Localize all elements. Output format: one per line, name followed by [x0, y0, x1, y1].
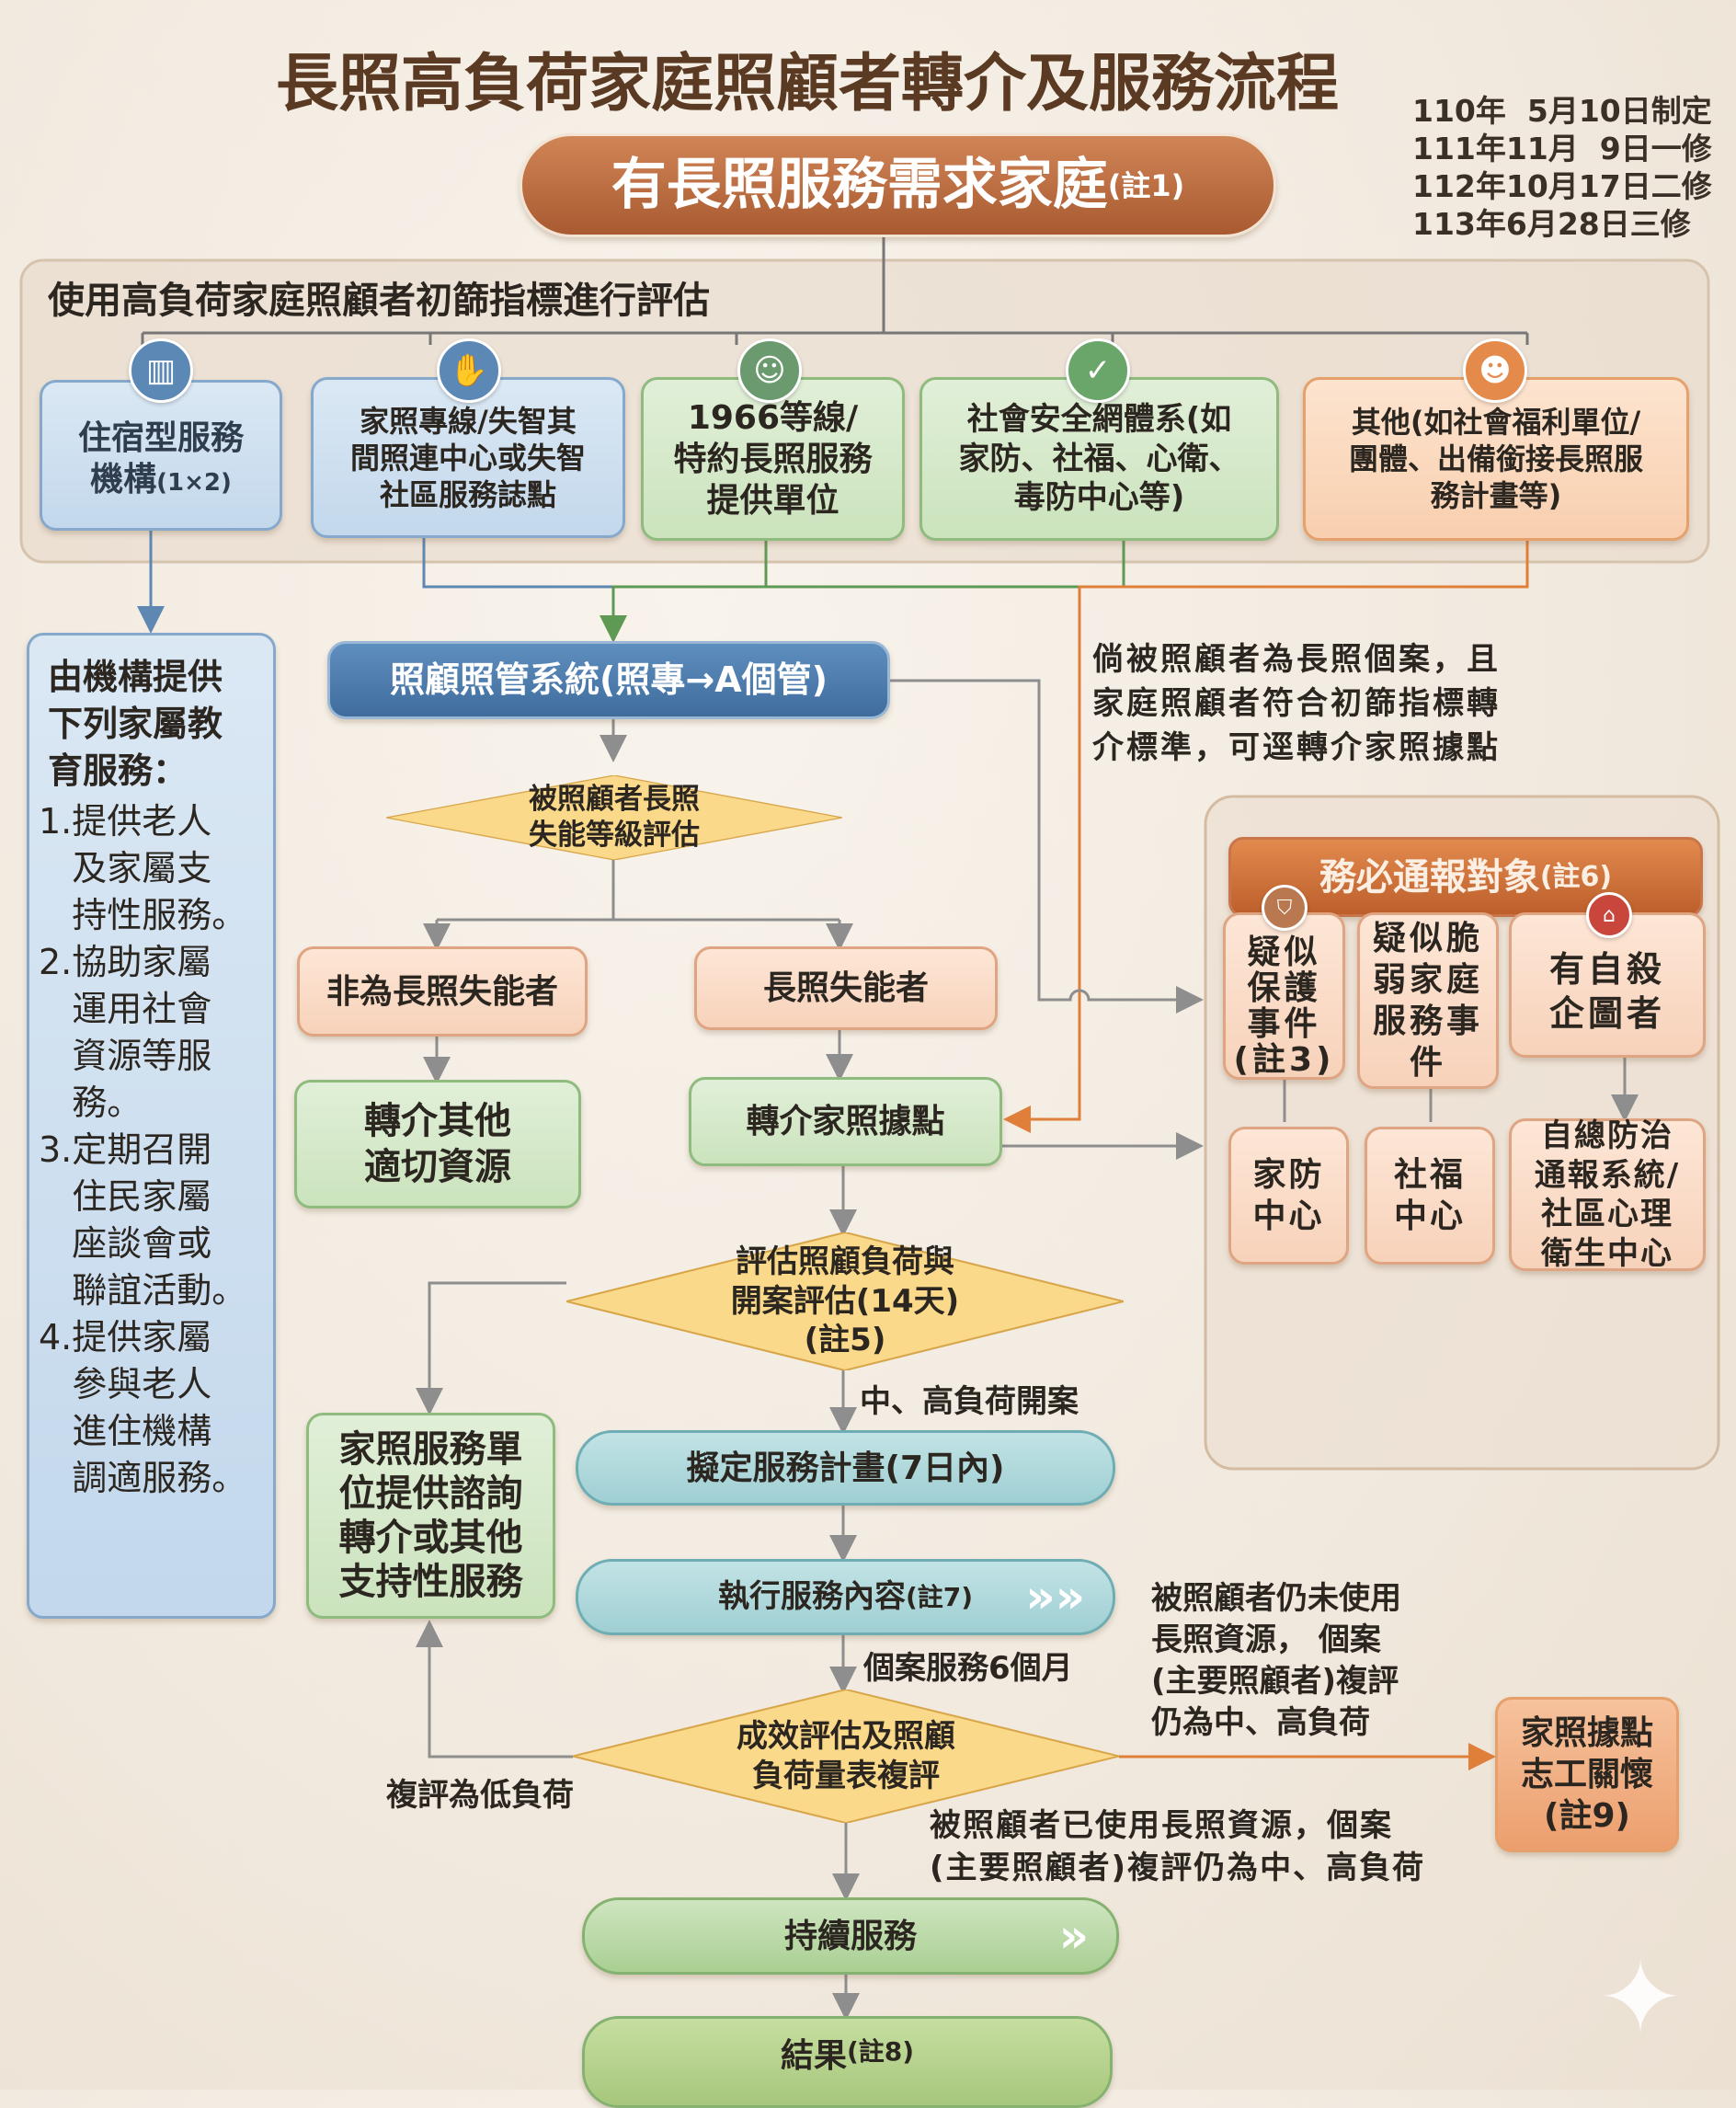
- revision-date: 112年10月17日二修: [1412, 168, 1712, 204]
- family-education-title: 由機構提供 下列家屬教 育服務：: [48, 657, 223, 791]
- family-education-panel: 由機構提供 下列家屬教 育服務：1.提供老人 及家屬支 持性服務。2.協助家屬 …: [27, 633, 276, 1619]
- gray-to-report: [890, 679, 1204, 1014]
- care-management-system: 照顧照管系統(照專→A個管): [327, 641, 890, 719]
- education-item: 4.提供家屬 參與老人 進住機構 調適服務。: [39, 1317, 247, 1498]
- education-item: 2.協助家屬 運用社會 資源等服 務。: [39, 942, 212, 1123]
- caring-hands-icon: ✋: [437, 338, 501, 403]
- education-item: 1.提供老人 及家屬支 持性服務。: [39, 801, 247, 935]
- unused-resources-note: 被照顧者仍未使用 長照資源， 個案 (主要照顧者)複評 仍為中、高負荷: [1151, 1580, 1401, 1741]
- education-item: 3.定期召開 住民家屬 座談會或 聯誼活動。: [39, 1129, 247, 1311]
- refer-other-resources: 轉介其他 適切資源: [294, 1080, 581, 1209]
- green-line: [613, 541, 1125, 635]
- direct-referral-note: 倘被照顧者為長照個案，且 家庭照顧者符合初篩指標轉 介標準，可逕轉介家照據點: [1092, 641, 1501, 766]
- shield-badge-icon: ⛉: [1262, 885, 1308, 931]
- report-case-vulnerable-family: 疑似脆 弱家庭 服務事 件: [1357, 912, 1499, 1089]
- report-target-suicide-prevention: 自總防治 通報系統/ 社區心理 衛生中心: [1509, 1117, 1706, 1272]
- people-icon: ☻: [1463, 338, 1527, 403]
- building-icon: ▥: [129, 338, 193, 403]
- revision-date: 113年6月28日三修: [1412, 206, 1691, 242]
- blue-line: [422, 538, 613, 589]
- start-to-sources: [141, 237, 1529, 348]
- orange-direct-referral: [1003, 541, 1529, 1133]
- open-case-label: 中、高負荷開案: [860, 1383, 1079, 1420]
- revision-date: 111年11月 9日一修: [1412, 131, 1712, 166]
- volunteer-care-node: 家照據點 志工關懷 (註9): [1495, 1697, 1679, 1852]
- report-target-family-violence-center: 家防 中心: [1228, 1127, 1349, 1265]
- sparkle-icon: ✦: [1598, 1939, 1684, 2056]
- outcome-review-diamond: 成效評估及照顧 負荷量表複評: [573, 1690, 1119, 1823]
- chevrons-icon: »»: [1025, 1570, 1085, 1624]
- start-node: 有長照服務需求家庭(註1): [520, 133, 1276, 237]
- report-target-social-welfare-center: 社福 中心: [1365, 1127, 1495, 1265]
- revision-date: 110年 5月10日制定: [1412, 93, 1712, 129]
- disability-assessment-diamond: 被照顧者長照 失能等級評估: [386, 775, 842, 860]
- group-icon: ☺: [737, 338, 802, 403]
- page-title: 長照高負荷家庭照顧者轉介及服務流程: [276, 48, 1340, 120]
- used-resources-note: 被照顧者已使用長照資源，個案 (主要照顧者)複評仍為中、高負荷: [930, 1807, 1426, 1886]
- source-social-safety-net: 社會安全網體系(如 家防、社福、心衛、 毒防中心等): [919, 377, 1279, 541]
- report-case-protection: 疑似 保護 事件 (註3): [1223, 912, 1345, 1080]
- low-load-label: 複評為低負荷: [386, 1777, 574, 1814]
- shield-check-icon: ✓: [1066, 338, 1130, 403]
- chevrons-icon: »: [1058, 1908, 1089, 1963]
- screening-title: 使用高負荷家庭照顧者初篩指標進行評估: [48, 280, 710, 322]
- support-services-node: 家照服務單 位提供諮詢 轉介或其他 支持性服務: [306, 1413, 555, 1619]
- source-family-hotline: 家照專線/失智其 間照連中心或失智 社區服務誌點: [311, 377, 625, 538]
- six-months-label: 個案服務6個月: [863, 1650, 1073, 1687]
- load-assessment-diamond: 評估照顧負荷與 開案評估(14天) (註5): [566, 1232, 1124, 1370]
- service-plan-node: 擬定服務計畫(7日內): [576, 1430, 1115, 1506]
- source-residential-institution: 住宿型服務 機構(1×2): [40, 380, 282, 531]
- execute-services-node: 執行服務內容(註7)»»: [576, 1559, 1115, 1635]
- disabled-node: 長照失能者: [694, 946, 998, 1030]
- result-node: 結果(註8): [582, 2016, 1113, 2108]
- not-disabled-node: 非為長照失能者: [297, 946, 588, 1037]
- refer-family-care-center: 轉介家照據點: [689, 1077, 1002, 1166]
- alert-icon: ⌂: [1586, 892, 1632, 938]
- source-other: 其他(如社會福利單位/ 團體、出備銜接長照服 務計畫等): [1303, 377, 1689, 541]
- continue-service-node: 持續服務»: [582, 1897, 1119, 1975]
